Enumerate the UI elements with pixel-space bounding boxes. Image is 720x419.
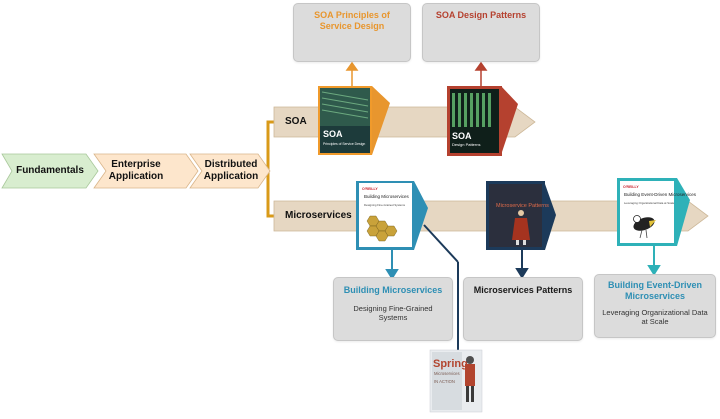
card-subtitle: Designing Fine-Grained Systems: [353, 304, 433, 322]
cover-subtitle: Principles of Service Design: [323, 142, 365, 146]
chevron-enterprise: [93, 153, 199, 189]
microservices-track-label: Microservices: [285, 210, 352, 221]
card-event-driven[interactable]: Building Event-Driven Microservices Leve…: [594, 274, 716, 338]
cover-subtitle: Design Patterns: [452, 142, 480, 147]
arrow-soa-patterns: [474, 61, 488, 86]
cover-subtitle: Microservices: [434, 371, 460, 376]
book-cover-building-microservices[interactable]: O'REILLY Building Microservices Designin…: [356, 181, 428, 250]
book-cover-microservice-patterns[interactable]: Microservice Patterns: [486, 181, 556, 250]
chevron-fundamentals: [1, 153, 99, 189]
soa-track-label: SOA: [285, 116, 307, 127]
chevron-fundamentals-label: Fundamentals: [16, 165, 84, 176]
connector-spring: [423, 224, 459, 263]
book-cover-event-driven[interactable]: O'REILLY Building Event-Driven Microserv…: [617, 178, 697, 246]
cover-subtitle: Designing Fine-Grained Systems: [364, 203, 406, 207]
arrow-event-driven: [647, 246, 661, 276]
cover-title: SOA: [452, 131, 472, 141]
book-cover-spring-microservices[interactable]: Spring Microservices IN ACTION: [429, 349, 483, 413]
cover-publisher: O'REILLY: [623, 185, 639, 189]
book-cover-soa-patterns[interactable]: SOA Design Patterns: [447, 86, 518, 156]
card-title: Building Event-Driven Microservices: [607, 280, 702, 301]
arrow-building-microservices: [385, 250, 399, 280]
card-soa-principles[interactable]: SOA Principles of Service Design: [293, 3, 411, 62]
card-microservices-patterns[interactable]: Microservices Patterns: [463, 277, 583, 341]
book-cover-soa-principles[interactable]: SOA Principles of Service Design: [318, 86, 390, 155]
cover-publisher: O'REILLY: [362, 187, 378, 191]
card-soa-patterns[interactable]: SOA Design Patterns: [422, 3, 540, 62]
chevron-enterprise-label: Enterprise Application: [108, 159, 164, 182]
cover-tag: IN ACTION: [434, 379, 455, 384]
chevron-distributed-label: Distributed Application: [203, 159, 259, 182]
card-title: Microservices Patterns: [473, 285, 573, 295]
card-subtitle: Leveraging Organizational Data at Scale: [602, 308, 708, 326]
chevron-distributed: [189, 153, 271, 189]
cover-title: Building Event-Driven Microservices: [624, 192, 697, 197]
card-title: SOA Principles of Service Design: [314, 10, 390, 31]
cover-title: SOA: [323, 129, 343, 139]
cover-title: Building Microservices: [364, 194, 410, 199]
cover-title: Spring: [433, 358, 468, 370]
card-title: SOA Design Patterns: [435, 10, 527, 20]
arrow-microservices-patterns: [515, 250, 529, 279]
arrow-soa-principles: [345, 61, 359, 86]
cover-subtitle: Leveraging Organizational Data at Scale: [624, 201, 675, 205]
cover-title: Microservice Patterns: [496, 203, 549, 209]
card-building-microservices[interactable]: Building Microservices Designing Fine-Gr…: [333, 277, 453, 341]
card-title: Building Microservices: [343, 285, 443, 295]
